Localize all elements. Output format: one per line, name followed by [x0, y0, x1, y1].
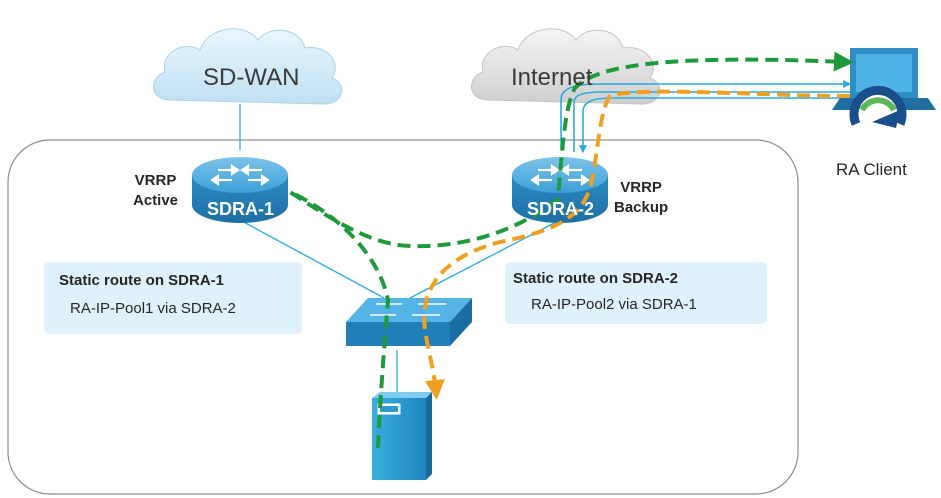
callout-1-title: Static route on SDRA-1 — [59, 272, 225, 289]
callout-2-detail: RA-IP-Pool2 via SDRA-1 — [531, 296, 697, 313]
internet-cloud-label: Internet — [511, 64, 593, 91]
internet-cloud — [471, 28, 661, 105]
callout-1-detail: RA-IP-Pool1 via SDRA-2 — [70, 300, 236, 317]
static-route-callout-sdra-1: Static route on SDRA-1 RA-IP-Pool1 via S… — [44, 262, 302, 334]
sdra-1-role-line1: VRRP — [134, 172, 177, 189]
orange-traffic-path — [422, 89, 851, 400]
switch-icon — [346, 298, 472, 346]
ra-client-label: RA Client — [836, 160, 907, 179]
green-traffic-path — [288, 51, 854, 449]
sdra-2-role-line1: VRRP — [620, 179, 662, 196]
sdra-2-role-line2: Backup — [614, 199, 669, 216]
ra-tunnel-lines — [560, 80, 852, 154]
server-icon — [372, 392, 432, 480]
sdra-1-role-line2: Active — [133, 192, 179, 209]
router-sdra-1 — [192, 157, 288, 223]
sdwan-cloud-label: SD-WAN — [203, 64, 300, 91]
anyconnect-icon — [849, 85, 907, 142]
callout-2-title: Static route on SDRA-2 — [513, 270, 679, 287]
sdra-1-name: SDRA-1 — [207, 199, 275, 219]
sdra-2-name: SDRA-2 — [527, 199, 595, 219]
sdra-2-role-label: VRRP Backup — [614, 178, 668, 218]
static-route-callout-sdra-2: Static route on SDRA-2 RA-IP-Pool2 via S… — [505, 262, 767, 324]
sdwan-cloud — [153, 28, 343, 105]
sdra-1-role-label: VRRP Active — [133, 171, 178, 211]
